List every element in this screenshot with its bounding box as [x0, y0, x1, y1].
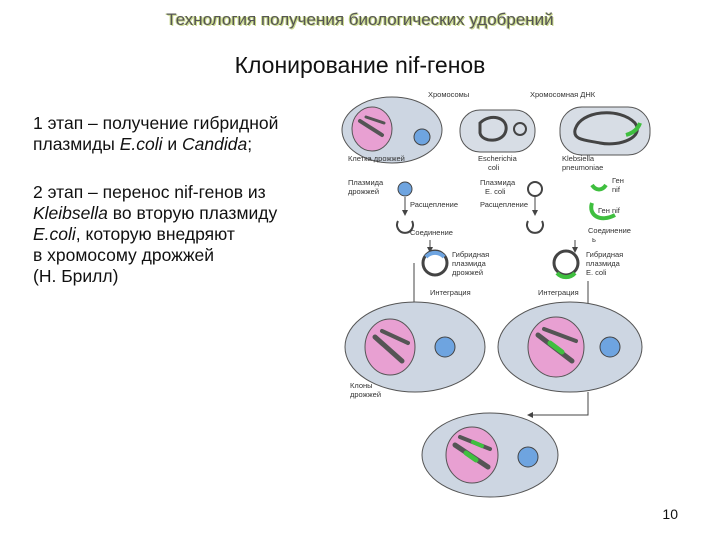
hybrid-yeast-segment: [424, 250, 446, 259]
stage-2-line-3: E.coli, которую внедряют: [33, 224, 333, 245]
stage-1-text: 1 этап – получение гибридной плазмиды E.…: [33, 113, 333, 155]
label-klebsiella-b: pneumoniae: [562, 163, 603, 172]
stage-1-text-part: ;: [247, 134, 253, 154]
label-hybrid-yeast-a: Гибридная: [452, 250, 489, 259]
nif-gene-cut: [589, 202, 616, 221]
label-integration-right: Интеграция: [538, 288, 579, 297]
candida-italic: Candida: [182, 134, 248, 154]
stage-2-line-2: Kleibsella во вторую плазмиду: [33, 203, 333, 224]
ecoli-plasmid: [527, 181, 543, 197]
label-join-right-a: Соединение: [588, 226, 631, 235]
nif-gene-fragment: [590, 183, 608, 192]
klebsiella-cell-top: [559, 106, 651, 156]
label-split-left: Расщепление: [410, 200, 458, 209]
stage-1-line-1: 1 этап – получение гибридной: [33, 113, 279, 133]
label-yeast-cell: Клетка дрожжей: [348, 154, 405, 163]
arrow: [527, 392, 589, 418]
stage-2-text: 2 этап – перенос nif-генов из Kleibsella…: [33, 182, 333, 287]
label-gene-nif2: Ген nif: [598, 206, 621, 215]
label-chromosomes: Хромосомы: [428, 90, 469, 99]
yeast-cell-middle-right: [497, 301, 643, 393]
label-yeast-clone-b: дрожжей: [350, 390, 381, 399]
yeast-cell-top: [341, 96, 443, 164]
label-gene-nif-b: nif: [612, 185, 621, 194]
opened-yeast-plasmid: [396, 220, 414, 234]
cloning-diagram: Хромосомы Хромосомная ДНК Клетка дрожжей…: [341, 90, 651, 498]
stage-2-text-part: , которую внедряют: [75, 224, 235, 244]
yeast-cell-bottom: [421, 412, 559, 498]
label-dna-chromosome: Хромосомная ДНК: [530, 90, 596, 99]
label-hybrid-ecoli-b: плазмида: [586, 259, 621, 268]
label-hybrid-yeast-c: дрожжей: [452, 268, 483, 277]
label-hybrid-ecoli-c: E. coli: [586, 268, 607, 277]
slide-header: Технология получения биологических удобр…: [166, 10, 554, 29]
label-ecoli-plasmid-b: E. coli: [485, 187, 506, 196]
stage-2-text-part: во вторую плазмиду: [107, 203, 278, 223]
label-ecoli-plasmid-a: Плазмида: [480, 178, 516, 187]
hybrid-ecoli-segment: [555, 271, 577, 280]
label-klebsiella-a: Klebsiella: [562, 154, 595, 163]
ecoli-cell-top: [459, 109, 536, 153]
label-yeast-plasmid-a: Плазмида: [348, 178, 384, 187]
label-join-left: Соединение: [410, 228, 453, 237]
ecoli-italic: E.coli: [119, 134, 163, 154]
yeast-cell-middle-left: [344, 301, 486, 393]
hybrid-ecoli-plasmid: [552, 249, 580, 277]
opened-ecoli-plasmid: [526, 220, 544, 234]
label-gene-nif-a: Ген: [612, 176, 624, 185]
stage-1-line-2: плазмиды E.coli и Candida;: [33, 134, 333, 155]
label-hybrid-yeast-b: плазмида: [452, 259, 487, 268]
label-yeast-plasmid-b: дрожжей: [348, 187, 379, 196]
yeast-plasmid: [397, 181, 413, 197]
slide-title: Клонирование nif-генов: [234, 52, 486, 78]
ecoli-italic: E.coli: [33, 224, 76, 244]
label-hybrid-ecoli-a: Гибридная: [586, 250, 623, 259]
stage-2-line-4: в хромосому дрожжей: [33, 245, 215, 265]
kleibsella-italic: Kleibsella: [33, 203, 108, 223]
label-ecoli-a: Escherichia: [478, 154, 518, 163]
stage-2-line-5: (Н. Брилл): [33, 266, 119, 286]
label-integration-left: Интеграция: [430, 288, 471, 297]
label-ecoli-b: coli: [488, 163, 500, 172]
stage-2-line-1: 2 этап – перенос nif-генов из: [33, 182, 266, 202]
page-number: 10: [662, 506, 678, 522]
stage-1-text-part: плазмиды: [33, 134, 120, 154]
label-join-right-b: ь: [592, 235, 596, 244]
stage-1-text-part: и: [162, 134, 183, 154]
label-split-mid: Расщепление: [480, 200, 528, 209]
label-yeast-clone-a: Клоны: [350, 381, 373, 390]
